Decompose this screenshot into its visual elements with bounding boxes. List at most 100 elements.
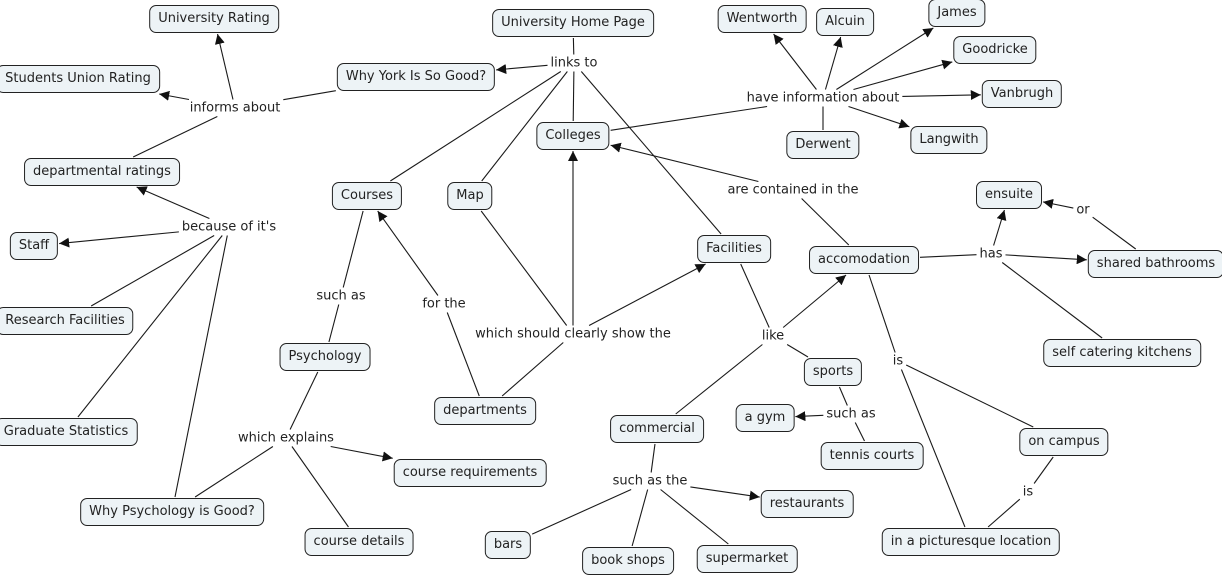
link-are-contained-in: are contained in the [725,182,861,198]
connection-such-as-the-to-restaurants [690,486,760,501]
connection-such-as-the-to-bars [531,488,632,535]
link-is-on-campus: is [1020,484,1036,500]
link-like: like [759,328,787,344]
connection-such-as-courses-to-psychology [328,304,340,343]
concept-book-shops[interactable]: book shops [582,547,674,575]
connection-which-explains-to-course-requirements [330,445,393,462]
connection-has-to-ensuite [993,209,1007,246]
concept-derwent[interactable]: Derwent [786,131,860,159]
link-such-as-the: such as the [610,473,690,489]
link-is-accomodation: is [890,353,906,369]
concept-university-rating[interactable]: University Rating [149,5,279,33]
connection-accomodation-to-is-accom [868,274,896,353]
connection-has-to-self-catering [1001,262,1103,339]
concept-courses[interactable]: Courses [331,182,403,210]
concept-university-home-page[interactable]: University Home Page [492,9,654,37]
connection-such-as-the-to-supermarket [660,489,729,545]
connection-departments-to-for-the [446,312,480,397]
concept-bars[interactable]: bars [484,531,532,559]
concept-staff[interactable]: Staff [9,232,59,260]
concept-course-details[interactable]: course details [304,528,414,556]
concept-goodricke[interactable]: Goodricke [953,36,1037,64]
connection-is-accom-to-picturesque [900,369,966,528]
connection-are-contained-to-colleges [610,142,759,183]
connection-such-as-sports-to-tennis-courts [854,422,865,442]
link-has: has [977,246,1005,262]
concept-graduate-statistics[interactable]: Graduate Statistics [0,418,138,446]
concept-self-catering-kitchens[interactable]: self catering kitchens [1043,339,1201,367]
concept-psychology[interactable]: Psychology [279,343,371,371]
connection-for-the-to-courses [377,210,439,296]
link-such-as-courses: such as [314,288,368,304]
connection-map-to-which-show [480,210,568,326]
connection-have-info-to-wentworth [773,33,817,90]
concept-ensuite[interactable]: ensuite [976,181,1042,209]
connection-accomodation-to-are-contained [801,198,850,246]
connection-courses-to-such-as-courses [342,210,364,288]
connection-links-to-to-facilities [580,71,722,235]
connection-such-as-the-to-book-shops [631,489,649,547]
connection-on-campus-to-is-campus [1033,456,1054,484]
link-for-the: for the [420,296,468,312]
link-which-explains: which explains [236,430,336,446]
concept-colleges[interactable]: Colleges [536,122,610,150]
connection-why-york-to-informs-about [283,90,336,101]
concept-wentworth[interactable]: Wentworth [717,5,807,33]
concept-sports[interactable]: sports [803,358,863,386]
connection-has-to-shared-bathrooms [1005,254,1087,265]
connection-is-accom-to-on-campus [905,364,1034,428]
concept-students-union-rating[interactable]: Students Union Rating [0,65,160,93]
link-which-should-clearly-show: which should clearly show the [473,326,673,342]
connection-or-to-ensuite [1042,198,1074,209]
connection-facilities-to-like [740,263,770,328]
concept-map[interactable]: Map [447,182,493,210]
connection-which-show-to-facilities [588,263,706,326]
connection-links-to-to-courses [390,71,562,182]
connection-have-info-to-alcuin [824,36,843,90]
concept-commercial[interactable]: commercial [610,415,704,443]
connection-because-of-to-departmental-ratings [136,186,210,220]
concept-tennis-courts[interactable]: tennis courts [820,442,924,470]
connection-colleges-to-have-info [610,105,768,131]
concept-shared-bathrooms[interactable]: shared bathrooms [1087,250,1222,278]
connection-why-psychology-to-which-explains [194,446,274,498]
link-such-as-sports: such as [824,406,878,422]
concept-course-requirements[interactable]: course requirements [393,459,547,487]
concept-a-gym[interactable]: a gym [735,404,795,432]
connection-because-of-to-why-psychology [174,235,228,498]
connection-have-info-to-vanbrugh [902,90,981,101]
concept-picturesque-location[interactable]: in a picturesque location [881,528,1061,556]
connection-departments-to-which-show [501,342,564,397]
link-links-to: links to [548,55,600,71]
link-or: or [1074,202,1092,218]
concept-facilities[interactable]: Facilities [697,235,771,263]
concept-langwith[interactable]: Langwith [910,126,988,154]
concept-on-campus[interactable]: on campus [1019,428,1109,456]
connection-commercial-to-such-as-the [650,443,656,473]
concept-departments[interactable]: departments [434,397,536,425]
connection-is-campus-to-picturesque [987,498,1021,528]
connection-informs-about-to-students-union-rating [159,90,190,101]
connection-have-info-to-goodricke [853,59,953,91]
link-because-of: because of it's [179,219,279,235]
concept-why-psychology[interactable]: Why Psychology is Good? [80,498,264,526]
concept-research-facilities[interactable]: Research Facilities [0,307,134,335]
concept-departmental-ratings[interactable]: departmental ratings [24,158,180,186]
concept-supermarket[interactable]: supermarket [696,545,798,573]
concept-restaurants[interactable]: restaurants [760,490,854,518]
connection-shared-bathrooms-to-or [1092,216,1137,250]
connection-like-to-accomodation [782,274,847,328]
connection-because-of-to-graduate-statistics [77,235,223,418]
concept-james[interactable]: James [928,0,986,27]
connection-because-of-to-research-facilities [90,235,215,307]
concept-alcuin[interactable]: Alcuin [816,8,874,36]
concept-vanbrugh[interactable]: Vanbrugh [981,80,1063,108]
connection-departmental-ratings-to-informs-about [132,116,218,158]
concept-accomodation[interactable]: accomodation [809,246,919,274]
concept-why-york[interactable]: Why York Is So Good? [336,63,496,91]
connection-have-info-to-langwith [848,105,910,129]
connection-have-info-to-james [836,27,934,90]
connection-such-as-sports-to-a-gym [795,411,824,422]
connection-psychology-to-which-explains [289,371,319,430]
